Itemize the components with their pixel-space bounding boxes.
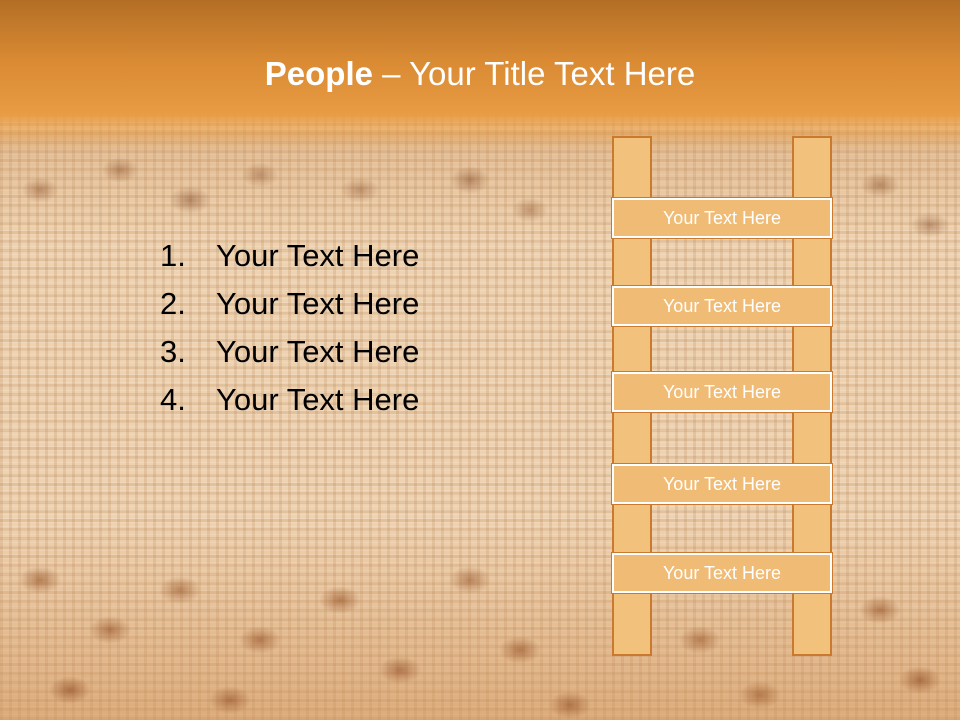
list-number: 4. (160, 382, 186, 417)
list-text: Your Text Here (216, 382, 420, 417)
ladder-rung-3: Your Text Here (611, 371, 833, 413)
list-item: 4. Your Text Here (160, 376, 419, 424)
list-item: 3. Your Text Here (160, 328, 419, 376)
ladder-rung-1: Your Text Here (611, 197, 833, 239)
list-text: Your Text Here (216, 334, 420, 369)
title-bold: People (264, 55, 373, 92)
list-item: 2. Your Text Here (160, 280, 419, 328)
list-text: Your Text Here (216, 286, 420, 321)
list-text: Your Text Here (216, 238, 420, 273)
ladder-rung-2: Your Text Here (611, 285, 833, 327)
title-bar (0, 0, 960, 150)
list-number: 2. (160, 286, 186, 321)
list-number: 3. (160, 334, 186, 369)
title-rest: – Your Title Text Here (372, 55, 696, 92)
list-number: 1. (160, 238, 186, 273)
list-item: 1. Your Text Here (160, 232, 419, 280)
slide-title: People – Your Title Text Here (0, 54, 960, 94)
ladder-rung-5: Your Text Here (611, 552, 833, 594)
numbered-list: 1. Your Text Here 2. Your Text Here 3. Your… (160, 232, 419, 424)
ladder-rung-4: Your Text Here (611, 463, 833, 505)
